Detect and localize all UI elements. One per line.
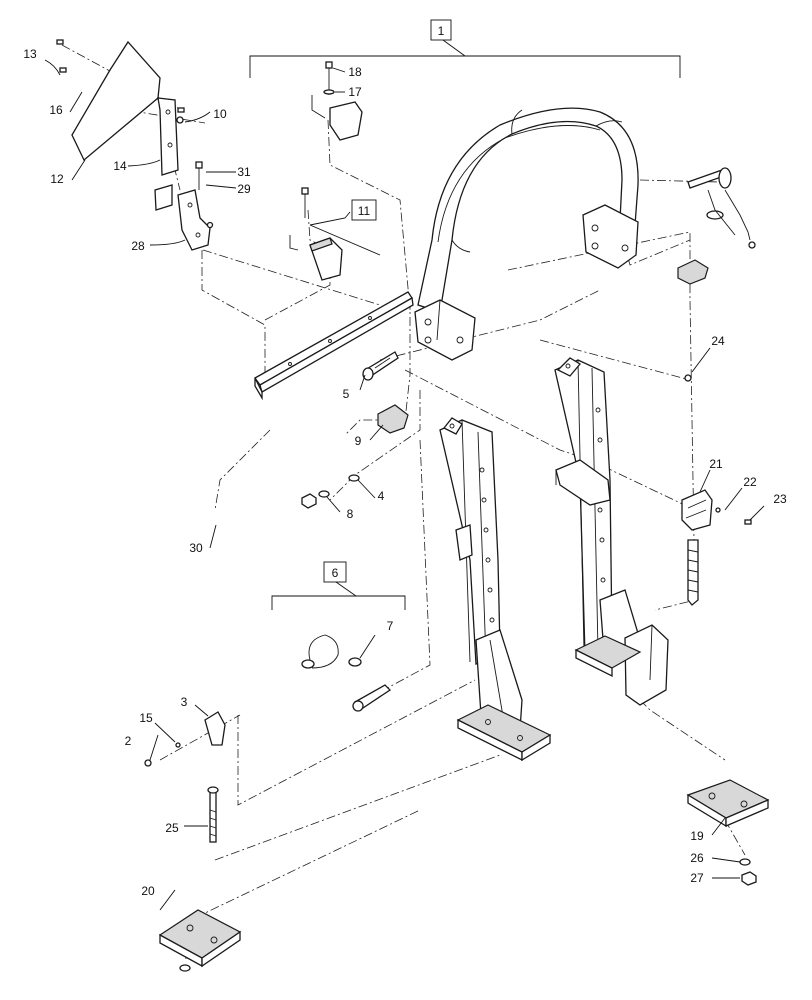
bracket-17	[311, 61, 363, 141]
bracket-11	[289, 187, 343, 281]
callout-14: 14	[113, 159, 127, 173]
callout-30: 30	[189, 541, 203, 555]
callout-10: 10	[213, 107, 227, 121]
callout-leaders	[44, 59, 765, 911]
cap-block	[677, 259, 709, 285]
bolt-25	[207, 786, 219, 843]
group-brackets	[249, 39, 681, 610]
bracket-3	[144, 711, 226, 767]
callout-15: 15	[139, 711, 153, 725]
callout-19: 19	[690, 829, 704, 843]
cross-bar	[254, 291, 414, 401]
callout-4: 4	[378, 489, 385, 503]
callout-21: 21	[709, 457, 723, 471]
callout-3: 3	[181, 695, 188, 709]
callout-31: 31	[237, 165, 251, 179]
pin-chain	[687, 167, 756, 249]
callout-29: 29	[237, 182, 251, 196]
callout-25: 25	[165, 821, 179, 835]
callout-17: 17	[348, 85, 362, 99]
callout-9: 9	[355, 434, 362, 448]
left-post	[439, 417, 552, 762]
callout-28: 28	[131, 239, 145, 253]
callout-16: 16	[49, 103, 63, 117]
callout-7: 7	[387, 619, 394, 633]
latch-21	[681, 374, 752, 606]
callout-5: 5	[343, 387, 350, 401]
callout-22: 22	[743, 475, 757, 489]
callout-24: 24	[711, 334, 725, 348]
callout-8: 8	[347, 507, 354, 521]
pin-5	[362, 351, 399, 381]
group-label-6-text: 6	[332, 566, 339, 580]
washers-4-8	[301, 474, 360, 509]
right-post	[554, 357, 669, 706]
callout-13: 13	[23, 47, 37, 61]
bracket-19	[686, 779, 770, 886]
bracket-28	[154, 161, 214, 251]
callout-18: 18	[348, 65, 362, 79]
callout-23: 23	[773, 492, 787, 506]
group-label-11: 11	[351, 199, 377, 221]
part-callouts: 2 3 4 5 7 8 9 10 12 13 14 15 16 17 18 19…	[23, 47, 787, 898]
callout-2: 2	[125, 734, 132, 748]
plate-12	[56, 39, 185, 176]
group-label-6: 6	[323, 561, 347, 583]
roll-bar-arch	[414, 107, 639, 361]
callout-12: 12	[50, 172, 64, 186]
hitch-pin-6	[301, 634, 392, 712]
callout-27: 27	[690, 871, 704, 885]
group-label-11-text: 11	[358, 204, 371, 218]
group-label-1-text: 1	[438, 24, 445, 38]
cap-9	[377, 404, 409, 434]
bracket-20	[158, 909, 242, 972]
callout-26: 26	[690, 851, 704, 865]
callout-20: 20	[141, 884, 155, 898]
group-label-1: 1	[430, 19, 452, 41]
